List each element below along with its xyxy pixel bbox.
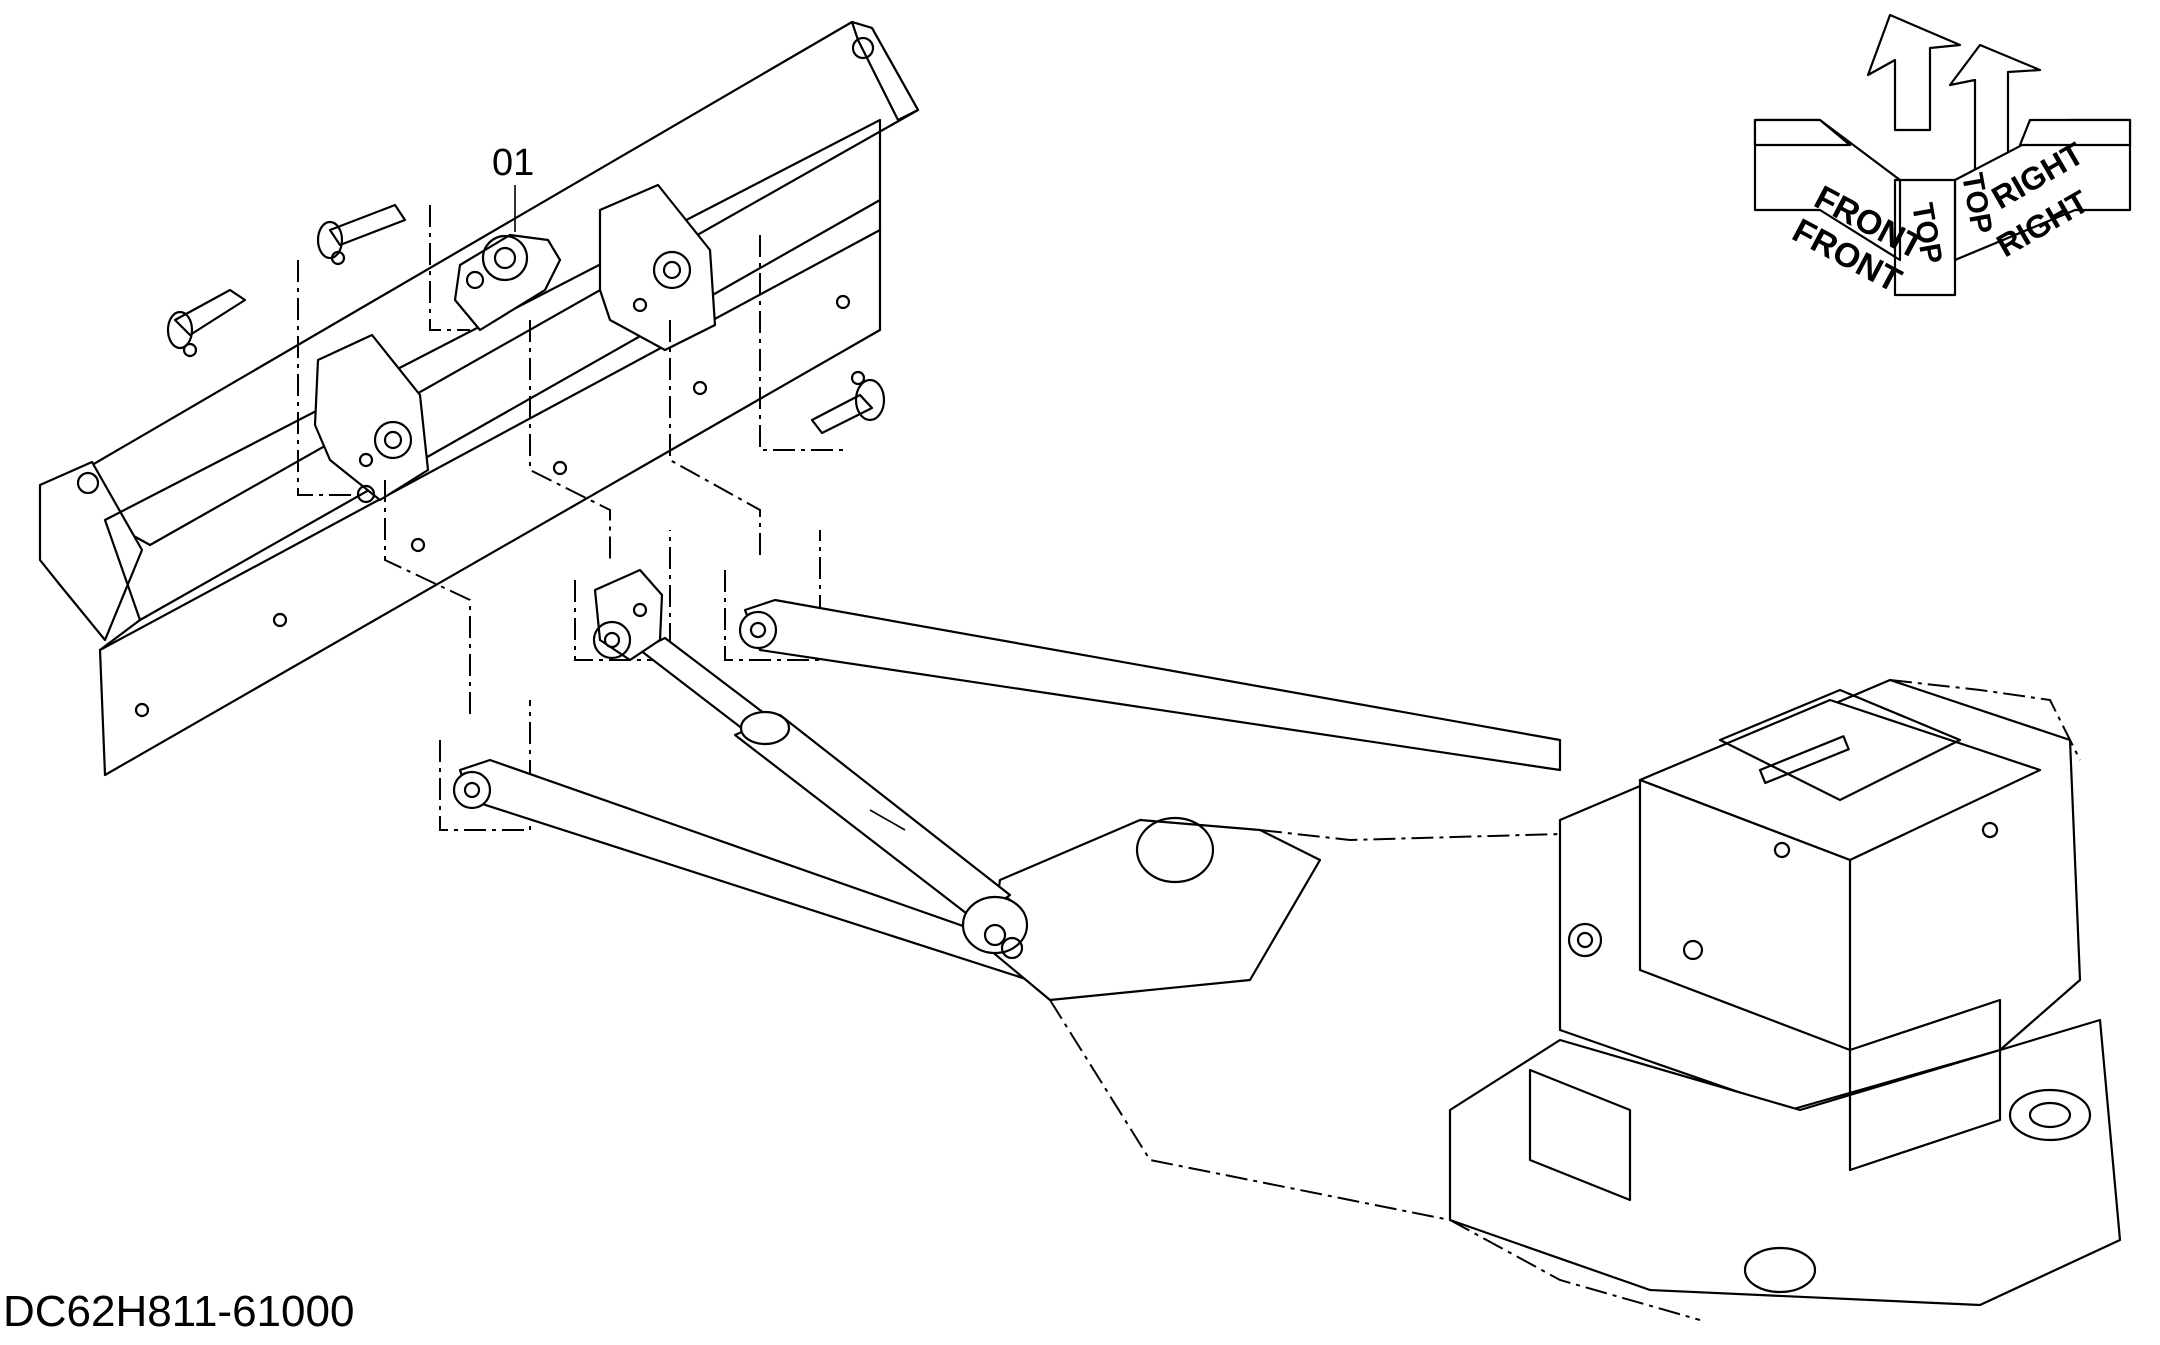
- machine-frame: [1448, 678, 2122, 1321]
- diagram-number: DC62H811-61000: [3, 1287, 355, 1336]
- pin-3: [810, 370, 886, 435]
- dozer-blade: [38, 20, 920, 777]
- callout-01: 01: [492, 142, 534, 184]
- pin-1: [166, 288, 247, 358]
- pin-2: [316, 203, 407, 266]
- pin-set: [166, 203, 886, 435]
- lift-arms: [452, 568, 1701, 1251]
- assembly-guide-lines: [297, 205, 845, 831]
- orientation-indicator: FRONT FRONT TOP TOP RIGHT RIGHT: [1753, 13, 2132, 300]
